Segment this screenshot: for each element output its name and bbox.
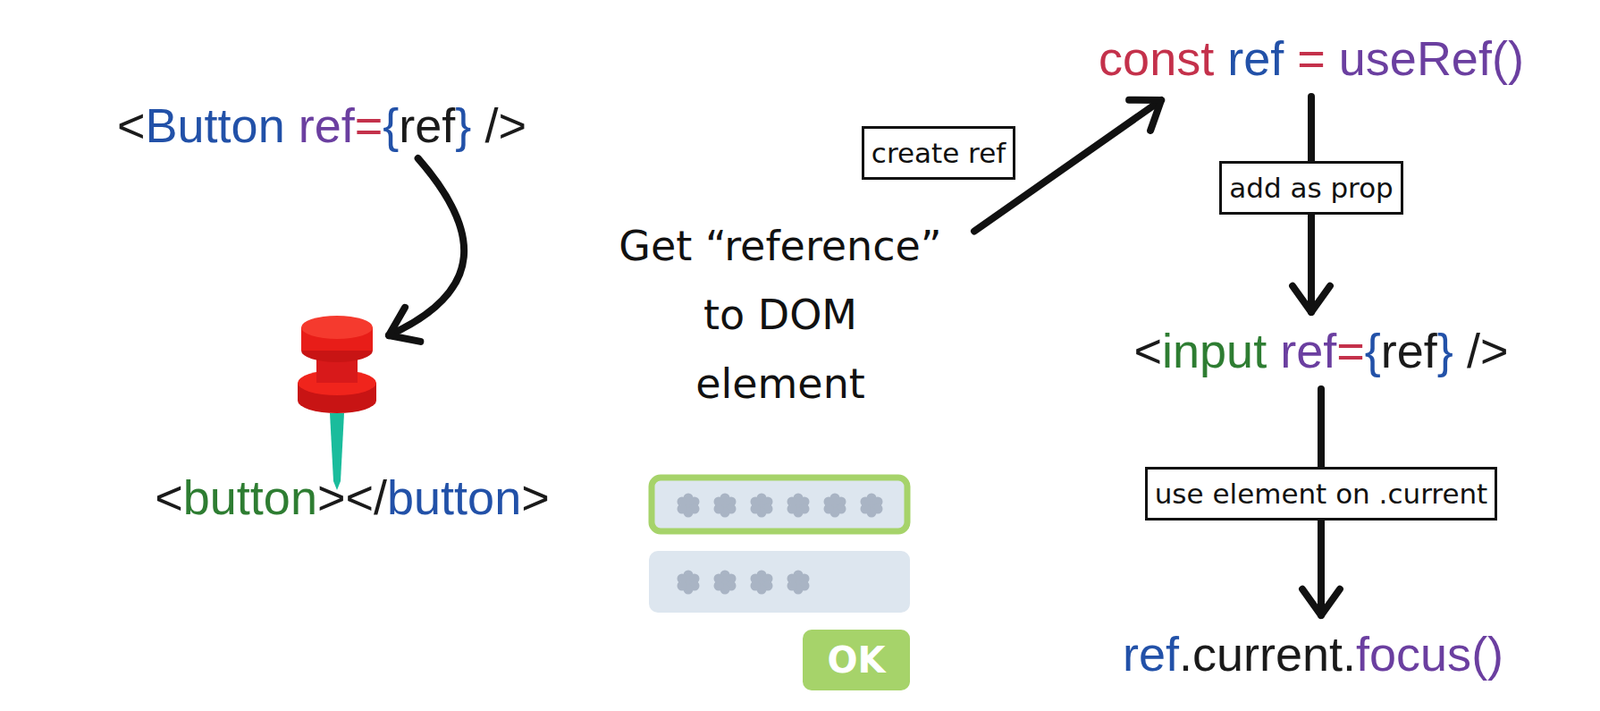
caption-text: Get “reference” to DOM element [614,211,946,419]
code-text: <Button ref={ref} /> [117,95,527,155]
code-node: <Button ref={ref} /> [117,95,527,155]
code-node: const ref = useRef() [1098,28,1525,88]
code-node: <input ref={ref} /> [1134,320,1509,380]
arrow-head [388,307,421,342]
arrow-head [1292,286,1331,312]
arrow-head [1302,589,1340,615]
code-text: <button></button> [154,467,549,527]
button-label: OK [827,639,886,681]
code-node: ref.current.focus() [1122,623,1504,683]
edge-label: add as prop [1219,160,1404,215]
connector [388,158,464,342]
code-text: ref.current.focus() [1122,623,1504,683]
edge-label: create ref [861,126,1016,180]
caption-node: Get “reference” to DOM element [592,211,969,419]
code-node: <button></button> [154,297,549,527]
arrow-head [1128,100,1162,131]
code-text: <input ref={ref} /> [1134,320,1509,380]
password-form [648,477,910,691]
edge-label: use element on .current [1145,466,1499,521]
pushpin [297,315,377,490]
code-text: const ref = useRef() [1098,28,1525,88]
